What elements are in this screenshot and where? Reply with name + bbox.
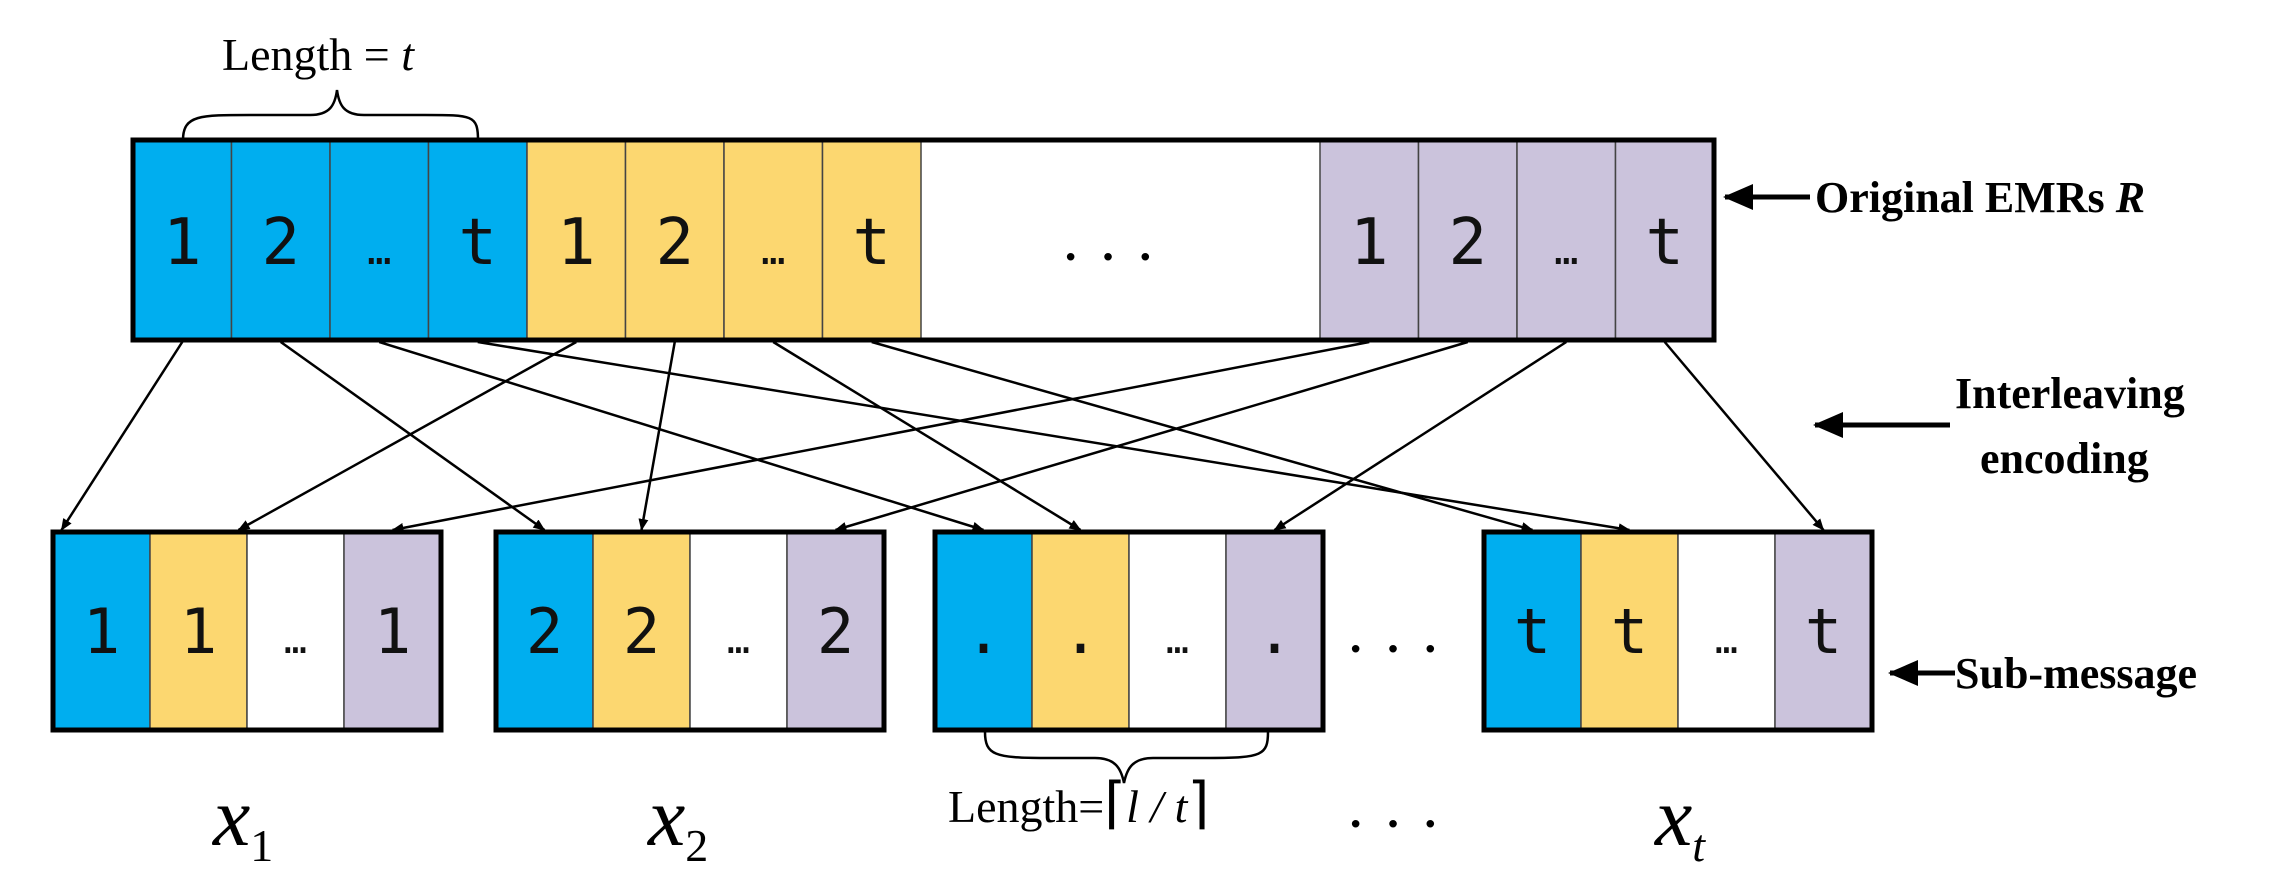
- sub-box-border-1: [50, 529, 444, 733]
- sub-cell-text-2-2: 2: [623, 595, 660, 668]
- sub-cell-text-2-3: …: [727, 618, 750, 662]
- original-middle-ellipsis: · · ·: [1060, 221, 1156, 292]
- sub-cell-3-4: [1225, 531, 1324, 731]
- interleave-arrow-2: [280, 340, 546, 532]
- original-cell-text-2-3: …: [761, 228, 785, 274]
- sub-cell-text-3-3: …: [1166, 618, 1189, 662]
- sub-cell-text-1-4: 1: [374, 595, 411, 668]
- original-row-border: [130, 137, 1717, 343]
- sub-label-4: xt: [1653, 771, 1706, 871]
- original-cell-text-2-4: t: [852, 206, 891, 280]
- sub-cell-text-4-2: t: [1611, 595, 1648, 668]
- sub-cell-2-4: [786, 531, 885, 731]
- sub-cell-1-2: [149, 531, 248, 731]
- sub-cell-text-2-1: 2: [526, 595, 563, 668]
- sub-cell-text-3-4: .: [1256, 595, 1293, 668]
- original-cell-text-2-2: 2: [655, 206, 694, 280]
- interleave-arrow-9: [391, 340, 1370, 533]
- original-cell-text-3-4: t: [1645, 206, 1684, 280]
- interleave-arrow-3: [378, 340, 985, 532]
- sub-cell-text-1-1: 1: [83, 595, 120, 668]
- bottom-length-label: Length=⌈l / t⌉: [948, 773, 1209, 835]
- interleaving-arrows: [60, 340, 1825, 534]
- original-cell-3-2: [1417, 139, 1518, 341]
- original-cell-1-1: [132, 139, 233, 341]
- sub-cell-text-3-2: .: [1062, 595, 1099, 668]
- sub-cell-4-1: [1483, 531, 1582, 731]
- sub-label-2: x2: [646, 771, 708, 871]
- original-cell-text-3-3: …: [1554, 228, 1578, 274]
- sub-cell-3-1: [934, 531, 1033, 731]
- sub-box-border-3: [932, 529, 1326, 733]
- interleave-arrow-7: [772, 340, 1082, 532]
- original-cell-text-1-4: t: [458, 206, 497, 280]
- interleave-arrow-10: [834, 340, 1469, 532]
- sub-cell-text-4-3: …: [1715, 618, 1738, 662]
- interleave-arrow-11: [1273, 340, 1567, 532]
- between-boxes-ellipsis: · · ·: [1345, 613, 1441, 684]
- original-cell-1-4: [427, 139, 528, 341]
- original-cell-1-2: [230, 139, 331, 341]
- original-cell-text-1-3: …: [367, 228, 391, 274]
- sub-box-border-2: [493, 529, 887, 733]
- sub-box-border-4: [1481, 529, 1875, 733]
- interleave-arrow-4: [477, 340, 1631, 534]
- sub-cell-4-4: [1774, 531, 1873, 731]
- bottom-length-brace: [983, 731, 1270, 784]
- interleaving-label-1: Interleaving: [1955, 369, 2185, 418]
- interleave-arrow-8: [871, 340, 1534, 532]
- sub-cell-1-1: [52, 531, 151, 731]
- interleave-arrow-5: [237, 340, 577, 532]
- interleave-arrow-1: [60, 341, 184, 531]
- interleave-arrow-6: [638, 341, 676, 531]
- sub-cell-2-1: [495, 531, 594, 731]
- sub-cell-text-1-2: 1: [180, 595, 217, 668]
- original-cell-text-1-2: 2: [261, 206, 300, 280]
- sub-cell-4-2: [1580, 531, 1679, 731]
- interleave-arrow-12: [1663, 341, 1825, 531]
- original-cell-text-1-1: 1: [163, 206, 202, 280]
- original-cell-2-1: [526, 139, 627, 341]
- top-length-brace: [181, 89, 480, 141]
- original-cell-text-2-1: 1: [557, 206, 596, 280]
- submessage-label: Sub-message: [1955, 649, 2197, 698]
- original-cell-3-4: [1614, 139, 1715, 341]
- original-cell-text-3-2: 2: [1448, 206, 1487, 280]
- interleaving-label-2: encoding: [1980, 434, 2149, 483]
- sub-cell-1-4: [343, 531, 442, 731]
- original-cell-2-2: [624, 139, 725, 341]
- original-emrs-label: Original EMRs R: [1815, 173, 2145, 222]
- original-cell-text-3-1: 1: [1350, 206, 1389, 280]
- bottom-ellipsis: · · ·: [1345, 788, 1441, 859]
- sub-cell-text-1-3: …: [284, 618, 307, 662]
- sub-cell-text-4-1: t: [1514, 595, 1551, 668]
- sub-label-1: x1: [211, 771, 273, 871]
- sub-cell-3-3: [1128, 531, 1227, 731]
- sub-cell-2-3: [689, 531, 788, 731]
- top-length-label: Length = t: [222, 29, 415, 80]
- sub-cell-text-4-4: t: [1805, 595, 1842, 668]
- sub-cell-text-3-1: .: [965, 595, 1002, 668]
- original-cell-2-4: [821, 139, 922, 341]
- sub-cell-text-2-4: 2: [817, 595, 854, 668]
